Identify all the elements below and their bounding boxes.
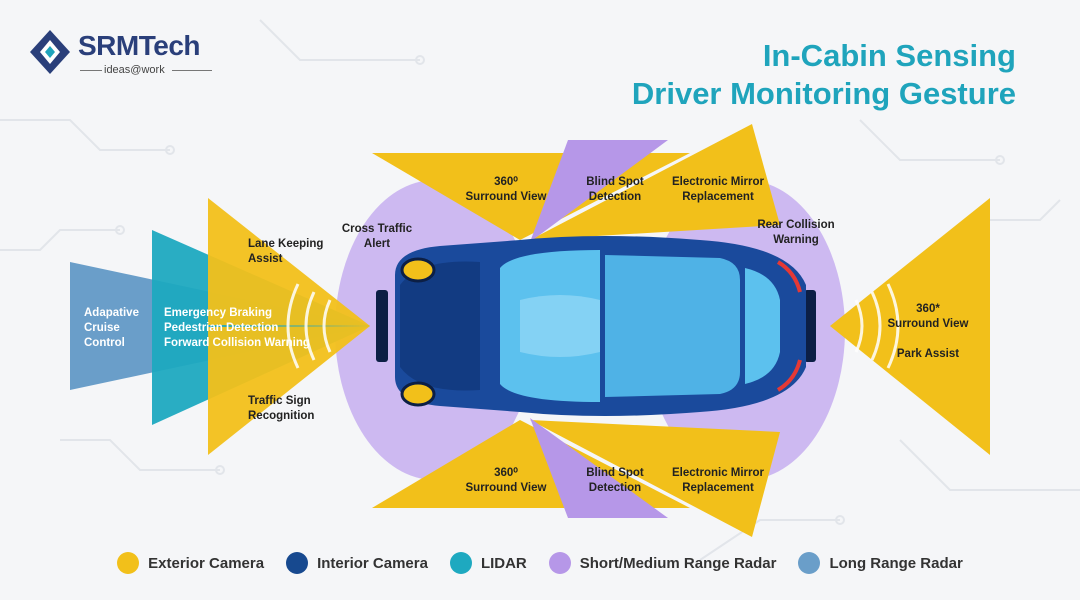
rear-window <box>745 268 780 384</box>
legend-item-short-medium-radar: Short/Medium Range Radar <box>548 552 777 574</box>
front-radar-wave-arcs <box>286 283 332 369</box>
legend-swatch <box>548 552 571 574</box>
roof <box>605 255 740 397</box>
brand-logo: SRMTech ideas@work <box>28 28 228 78</box>
legend-swatch <box>798 552 821 574</box>
brand-tagline: ideas@work <box>104 64 165 76</box>
legend-label: Exterior Camera <box>148 554 265 572</box>
label-blind-spot-top: Blind Spot Detection <box>586 176 644 203</box>
car-hood <box>400 261 480 391</box>
label-surround-view-bottom: 360⁰ Surround View <box>465 467 547 494</box>
label-mirror-top: Electronic Mirror Replacement <box>671 176 765 203</box>
taillight-left <box>776 260 802 293</box>
top-mirror-replacement-beam <box>530 124 780 240</box>
legend-item-interior-camera: Interior Camera <box>286 552 428 574</box>
headlight-left <box>400 257 436 283</box>
front-camera-upper-beam <box>208 198 370 326</box>
label-blind-spot-bottom: Blind Spot Detection <box>586 467 644 494</box>
legend-label: Short/Medium Range Radar <box>579 554 777 572</box>
label-cross-traffic: Cross Traffic Alert <box>341 223 413 250</box>
label-lane-keeping: Lane Keeping Assist <box>248 238 324 265</box>
legend-label: Interior Camera <box>317 554 428 572</box>
rear-bumper <box>804 290 816 362</box>
front-camera-lower-beam <box>208 326 370 455</box>
legend-label: LIDAR <box>480 554 527 572</box>
logo-mark-icon <box>30 30 70 74</box>
label-mirror-bottom: Electronic Mirror Replacement <box>671 467 765 494</box>
brand-name: SRMTech <box>78 30 201 61</box>
headlight-right <box>400 381 436 407</box>
legend-item-long-range-radar: Long Range Radar <box>798 552 963 574</box>
car-top-view <box>376 236 816 416</box>
taillight-right <box>776 359 802 392</box>
label-emergency-braking: Emergency Braking Pedestrian Detection F… <box>164 307 310 349</box>
bottom-blind-spot-beam <box>530 418 668 518</box>
legend-swatch <box>449 552 472 574</box>
cabin-highlight <box>520 295 600 357</box>
logo-rule-right <box>172 70 212 71</box>
rear-radar-wave-arcs <box>854 283 900 369</box>
legend-swatch <box>117 552 140 574</box>
rear-camera-beam <box>830 198 990 455</box>
label-surround-view-rear: 360* Surround View <box>887 303 969 330</box>
legend-label: Long Range Radar <box>829 554 963 572</box>
legend-item-lidar: LIDAR <box>449 552 527 574</box>
label-surround-view-top: 360⁰ Surround View <box>465 176 547 203</box>
title-line-1: In-Cabin Sensing <box>762 38 1016 73</box>
top-blind-spot-beam <box>530 140 668 242</box>
front-bumper <box>376 290 388 362</box>
logo-rule-left <box>80 70 102 71</box>
legend: Exterior Camera Interior Camera LIDAR Sh… <box>0 548 1080 578</box>
label-rear-collision: Rear Collision Warning <box>757 219 835 246</box>
bottom-mirror-replacement-beam <box>530 420 780 537</box>
legend-swatch <box>286 552 309 574</box>
title-line-2: Driver Monitoring Gesture <box>631 76 1016 111</box>
label-adaptive-cruise: Adapative Cruise Control <box>84 307 139 349</box>
background-circuit-lines <box>0 19 1080 561</box>
label-traffic-sign: Traffic Sign Recognition <box>248 395 315 422</box>
legend-item-exterior-camera: Exterior Camera <box>117 552 264 574</box>
label-park-assist: Park Assist <box>896 348 960 360</box>
